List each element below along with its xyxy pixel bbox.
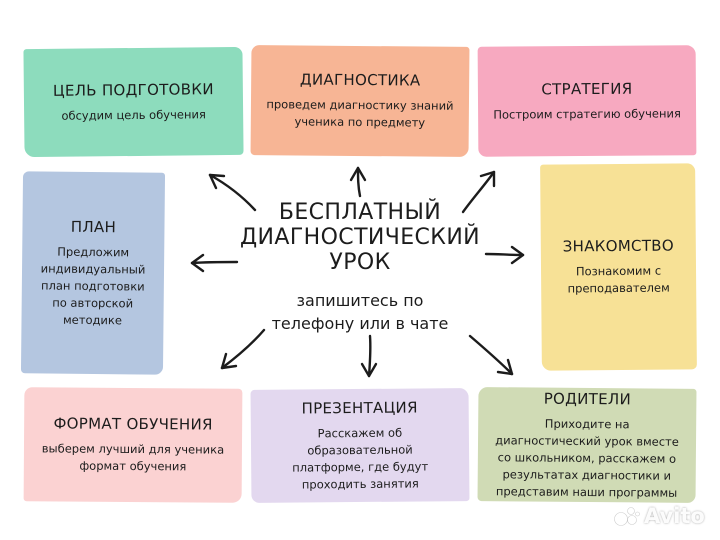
central-title-line: БЕСПЛАТНЫЙ [278, 200, 442, 225]
central-title-line: УРОК [329, 250, 391, 275]
central-message: БЕСПЛАТНЫЙ ДИАГНОСТИЧЕСКИЙ УРОК запишите… [232, 200, 488, 335]
central-subtitle-line: телефону или в чате [271, 314, 449, 333]
arrow-to-plan [190, 253, 239, 273]
central-title-line: ДИАГНОСТИЧЕСКИЙ [239, 225, 481, 250]
central-subtitle-line: запишитесь по [296, 291, 424, 310]
avito-watermark: Avito [614, 503, 705, 529]
arrow-to-diagnostics [349, 166, 367, 198]
avito-logo-icon [614, 507, 640, 526]
central-title: БЕСПЛАТНЫЙ ДИАГНОСТИЧЕСКИЙ УРОК [232, 200, 488, 275]
watermark-text: Avito [644, 504, 705, 528]
central-subtitle: запишитесь по телефону или в чате [232, 289, 488, 335]
arrow-to-format [220, 328, 266, 370]
arrow-to-meeting [484, 245, 525, 265]
arrow-to-strategy [461, 170, 496, 214]
arrow-to-goal [208, 173, 257, 212]
arrow-to-presentation [360, 334, 378, 378]
arrow-to-parents [468, 334, 514, 376]
